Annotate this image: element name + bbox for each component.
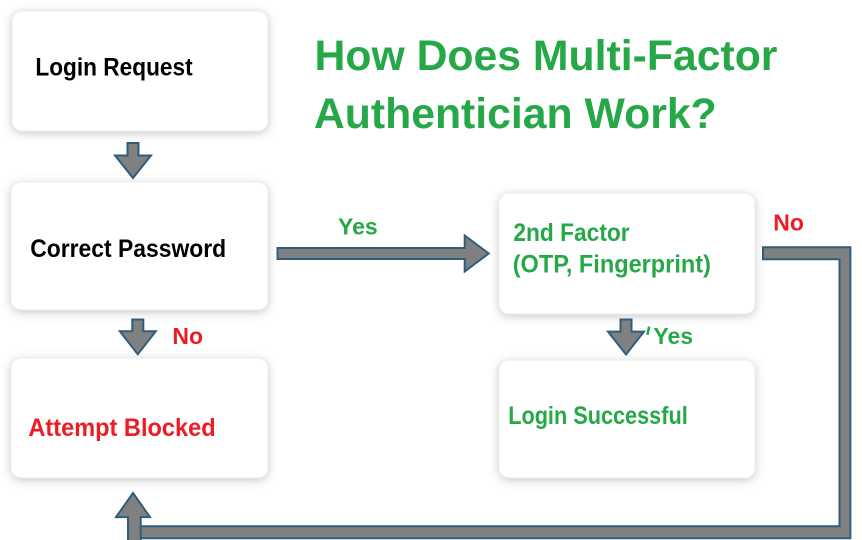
svg-text:No: No [773,210,804,236]
svg-text:2nd Factor: 2nd Factor [513,219,629,247]
svg-text:(OTP, Fingerprint): (OTP, Fingerprint) [513,251,711,279]
svg-text:Attempt Blocked: Attempt Blocked [28,414,215,442]
svg-text:Correct Password: Correct Password [30,235,226,263]
svg-text:No: No [172,323,203,349]
svg-text:Yes: Yes [338,214,378,240]
svg-text:Yes: Yes [653,323,693,349]
svg-text:Authentician Work?: Authentician Work? [314,90,717,138]
svg-text:Login Successful: Login Successful [508,402,688,430]
svg-text:How Does Multi-Factor: How Does Multi-Factor [315,32,778,80]
svg-text:Login Request: Login Request [35,54,192,82]
